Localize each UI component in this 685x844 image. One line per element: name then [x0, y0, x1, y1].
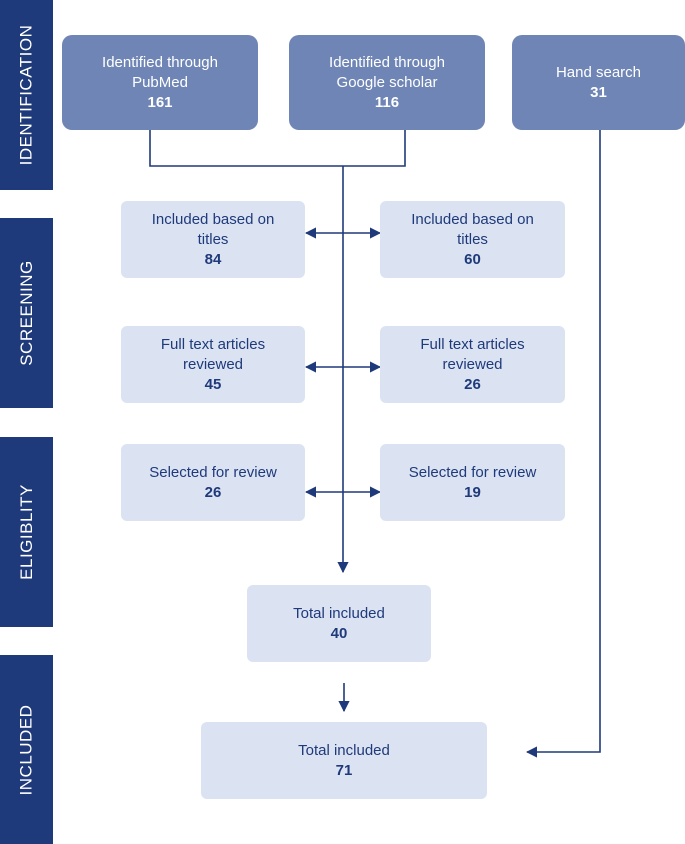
stage-eligibility: ELIGIBLITY — [0, 437, 53, 627]
fulltext-right-box: Full text articles reviewed 26 — [380, 326, 565, 403]
scholar-source-count: 116 — [374, 93, 400, 111]
subtotal-included-label: Total included — [293, 604, 385, 622]
eligibility-left-label: Selected for review — [149, 463, 277, 481]
eligibility-right-count: 19 — [464, 483, 481, 501]
pubmed-source-count: 161 — [147, 93, 173, 111]
screening-right-label: Included based on titles — [411, 210, 534, 248]
screening-left-box: Included based on titles 84 — [121, 201, 305, 278]
eligibility-left-box: Selected for review 26 — [121, 444, 305, 521]
fulltext-right-count: 26 — [464, 375, 481, 393]
eligibility-right-label: Selected for review — [408, 463, 537, 481]
total-included-label: Total included — [298, 741, 390, 759]
total-included-box: Total included 71 — [201, 722, 487, 799]
screening-right-box: Included based on titles 60 — [380, 201, 565, 278]
pubmed-source-box: Identified through PubMed 161 — [62, 35, 258, 130]
eligibility-left-count: 26 — [204, 483, 222, 501]
screening-right-count: 60 — [464, 250, 481, 268]
hand-search-label: Hand search — [555, 63, 642, 81]
stage-identification: IDENTIFICATION — [0, 0, 53, 190]
screening-left-count: 84 — [204, 250, 222, 268]
hand-search-connector — [525, 130, 601, 758]
subtotal-included-count: 40 — [330, 624, 348, 642]
scholar-source-label: Identified through Google scholar — [329, 53, 445, 91]
stage-included: INCLUDED — [0, 655, 53, 844]
stage-screening: SCREENING — [0, 218, 53, 408]
merge-connector — [149, 130, 406, 167]
eligibility-right-box: Selected for review 19 — [380, 444, 565, 521]
scholar-source-box: Identified through Google scholar 116 — [289, 35, 485, 130]
hand-search-box: Hand search 31 — [512, 35, 685, 130]
fulltext-left-label: Full text articles reviewed — [160, 335, 266, 373]
fulltext-left-box: Full text articles reviewed 45 — [121, 326, 305, 403]
hand-search-count: 31 — [590, 83, 607, 101]
fulltext-left-count: 45 — [204, 375, 222, 393]
total-included-count: 71 — [335, 761, 353, 779]
fulltext-right-label: Full text articles reviewed — [420, 335, 525, 373]
screening-left-label: Included based on titles — [151, 210, 275, 248]
subtotal-included-box: Total included 40 — [247, 585, 431, 662]
pubmed-source-label: Identified through PubMed — [102, 53, 218, 91]
